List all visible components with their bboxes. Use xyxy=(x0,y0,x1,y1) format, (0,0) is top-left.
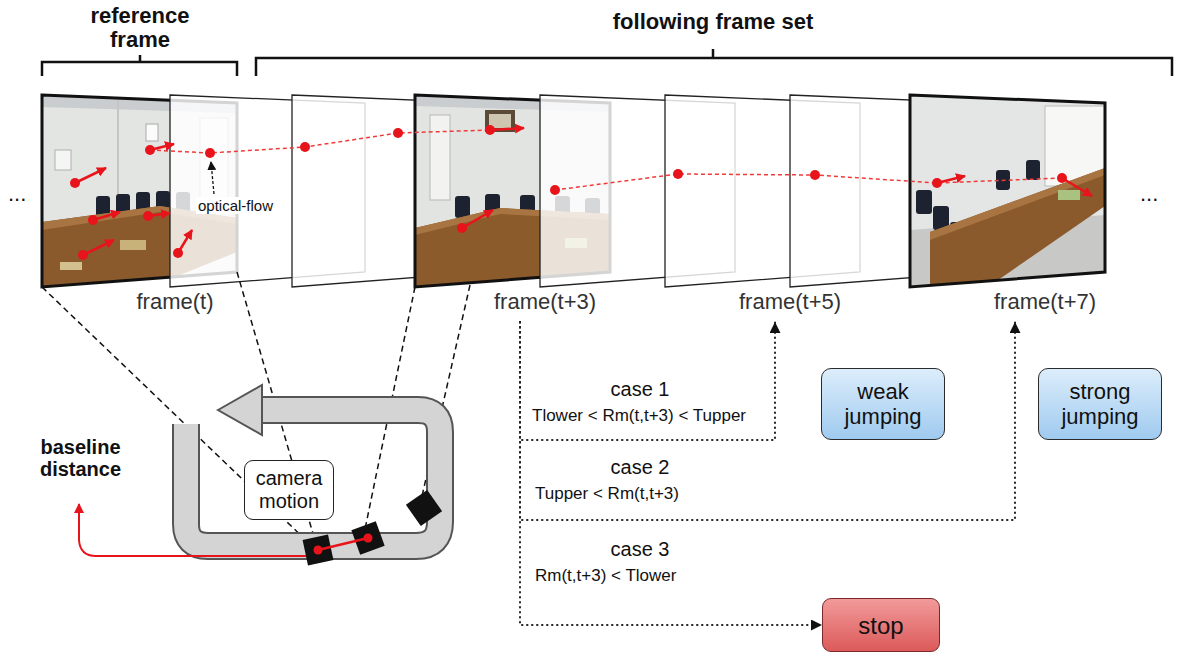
frame-label: frame(t+5) xyxy=(739,289,841,315)
wall xyxy=(910,95,1105,287)
video-frame: frame(t+3) xyxy=(415,95,613,322)
connectors xyxy=(520,322,1015,625)
motion-arrow xyxy=(186,410,440,546)
table xyxy=(930,168,1105,287)
condition-formula: Tupper < Rm(t,t+3) xyxy=(535,484,679,503)
frame-label: frame(t+7) xyxy=(994,289,1096,315)
feature-point xyxy=(457,223,467,233)
feature-point xyxy=(673,169,683,179)
case-connector xyxy=(520,322,775,440)
feature-point xyxy=(550,185,560,195)
video-frame: frame(t+5) xyxy=(665,95,863,322)
flow-vector xyxy=(462,210,493,228)
feature-point xyxy=(143,211,153,221)
camera-motion-box: camera motion xyxy=(244,460,334,520)
camera-symbol xyxy=(351,521,384,554)
frame-label: frame(t) xyxy=(137,289,214,315)
feature-point xyxy=(205,148,215,158)
flow-track xyxy=(150,130,490,153)
feature-point xyxy=(173,248,183,258)
book xyxy=(60,262,82,270)
ellipsis: ... xyxy=(1140,182,1158,206)
chair xyxy=(916,190,932,214)
case-connector xyxy=(520,322,1015,520)
table-edge xyxy=(930,168,1105,240)
case-connector xyxy=(520,322,822,625)
book xyxy=(1058,190,1080,200)
chair xyxy=(1026,160,1040,180)
video-frame: frame(t+7) xyxy=(910,95,1108,322)
bracket-label: following frame set xyxy=(613,10,813,34)
chair xyxy=(455,196,470,218)
feature-point xyxy=(1057,173,1067,183)
case-label: case 3 xyxy=(611,538,670,560)
camera-center xyxy=(364,534,373,543)
box-label: camera motion xyxy=(250,467,328,513)
box-label: stop xyxy=(830,612,932,639)
room-photo xyxy=(910,95,1105,287)
flow-track xyxy=(555,174,1062,190)
motion-arrow xyxy=(186,410,440,546)
feature-point xyxy=(932,178,942,188)
result-box: strong jumping xyxy=(1038,368,1162,440)
leader-line xyxy=(211,162,214,194)
frame-label: frame(t+3) xyxy=(494,289,596,315)
ellipsis: ... xyxy=(8,182,26,206)
condition-formula: Rm(t,t+3) < Tlower xyxy=(535,566,676,585)
annotation: baseline distance xyxy=(28,436,133,480)
box-label: strong jumping xyxy=(1046,379,1154,429)
projection-lines xyxy=(42,272,470,546)
feature-point xyxy=(78,250,88,260)
frame-border xyxy=(910,95,1105,287)
annotation: optical-flow xyxy=(196,197,275,214)
bracket xyxy=(256,49,1172,76)
feature-point xyxy=(393,128,403,138)
camera-symbol xyxy=(303,535,334,566)
feature-point xyxy=(88,215,98,225)
camera-symbol xyxy=(406,490,442,526)
poster xyxy=(55,150,71,170)
feature-point xyxy=(485,125,495,135)
bracket xyxy=(42,55,237,76)
feature-point xyxy=(300,142,310,152)
case-label: case 1 xyxy=(611,378,670,400)
flow-vector xyxy=(83,240,114,255)
poster xyxy=(146,124,158,141)
flow-vectors xyxy=(75,128,1092,255)
book xyxy=(120,240,146,250)
baseline-line xyxy=(318,538,368,550)
flow-vector xyxy=(75,168,106,183)
flow-vector xyxy=(490,128,524,130)
condition-formula: Tlower < Rm(t,t+3) < Tupper xyxy=(532,406,746,425)
feature-point xyxy=(810,170,820,180)
door xyxy=(430,115,450,200)
bracket-label: reference frame xyxy=(75,4,205,52)
motion-arrowhead xyxy=(218,385,262,435)
feature-points xyxy=(70,125,1067,260)
feature-point xyxy=(145,145,155,155)
feature-point xyxy=(70,178,80,188)
box-label: weak jumping xyxy=(829,379,937,429)
flow-vector xyxy=(1062,178,1092,196)
result-box: weak jumping xyxy=(821,368,945,440)
case-label: case 2 xyxy=(611,456,670,478)
camera-center xyxy=(314,546,323,555)
stop-box: stop xyxy=(822,598,940,652)
